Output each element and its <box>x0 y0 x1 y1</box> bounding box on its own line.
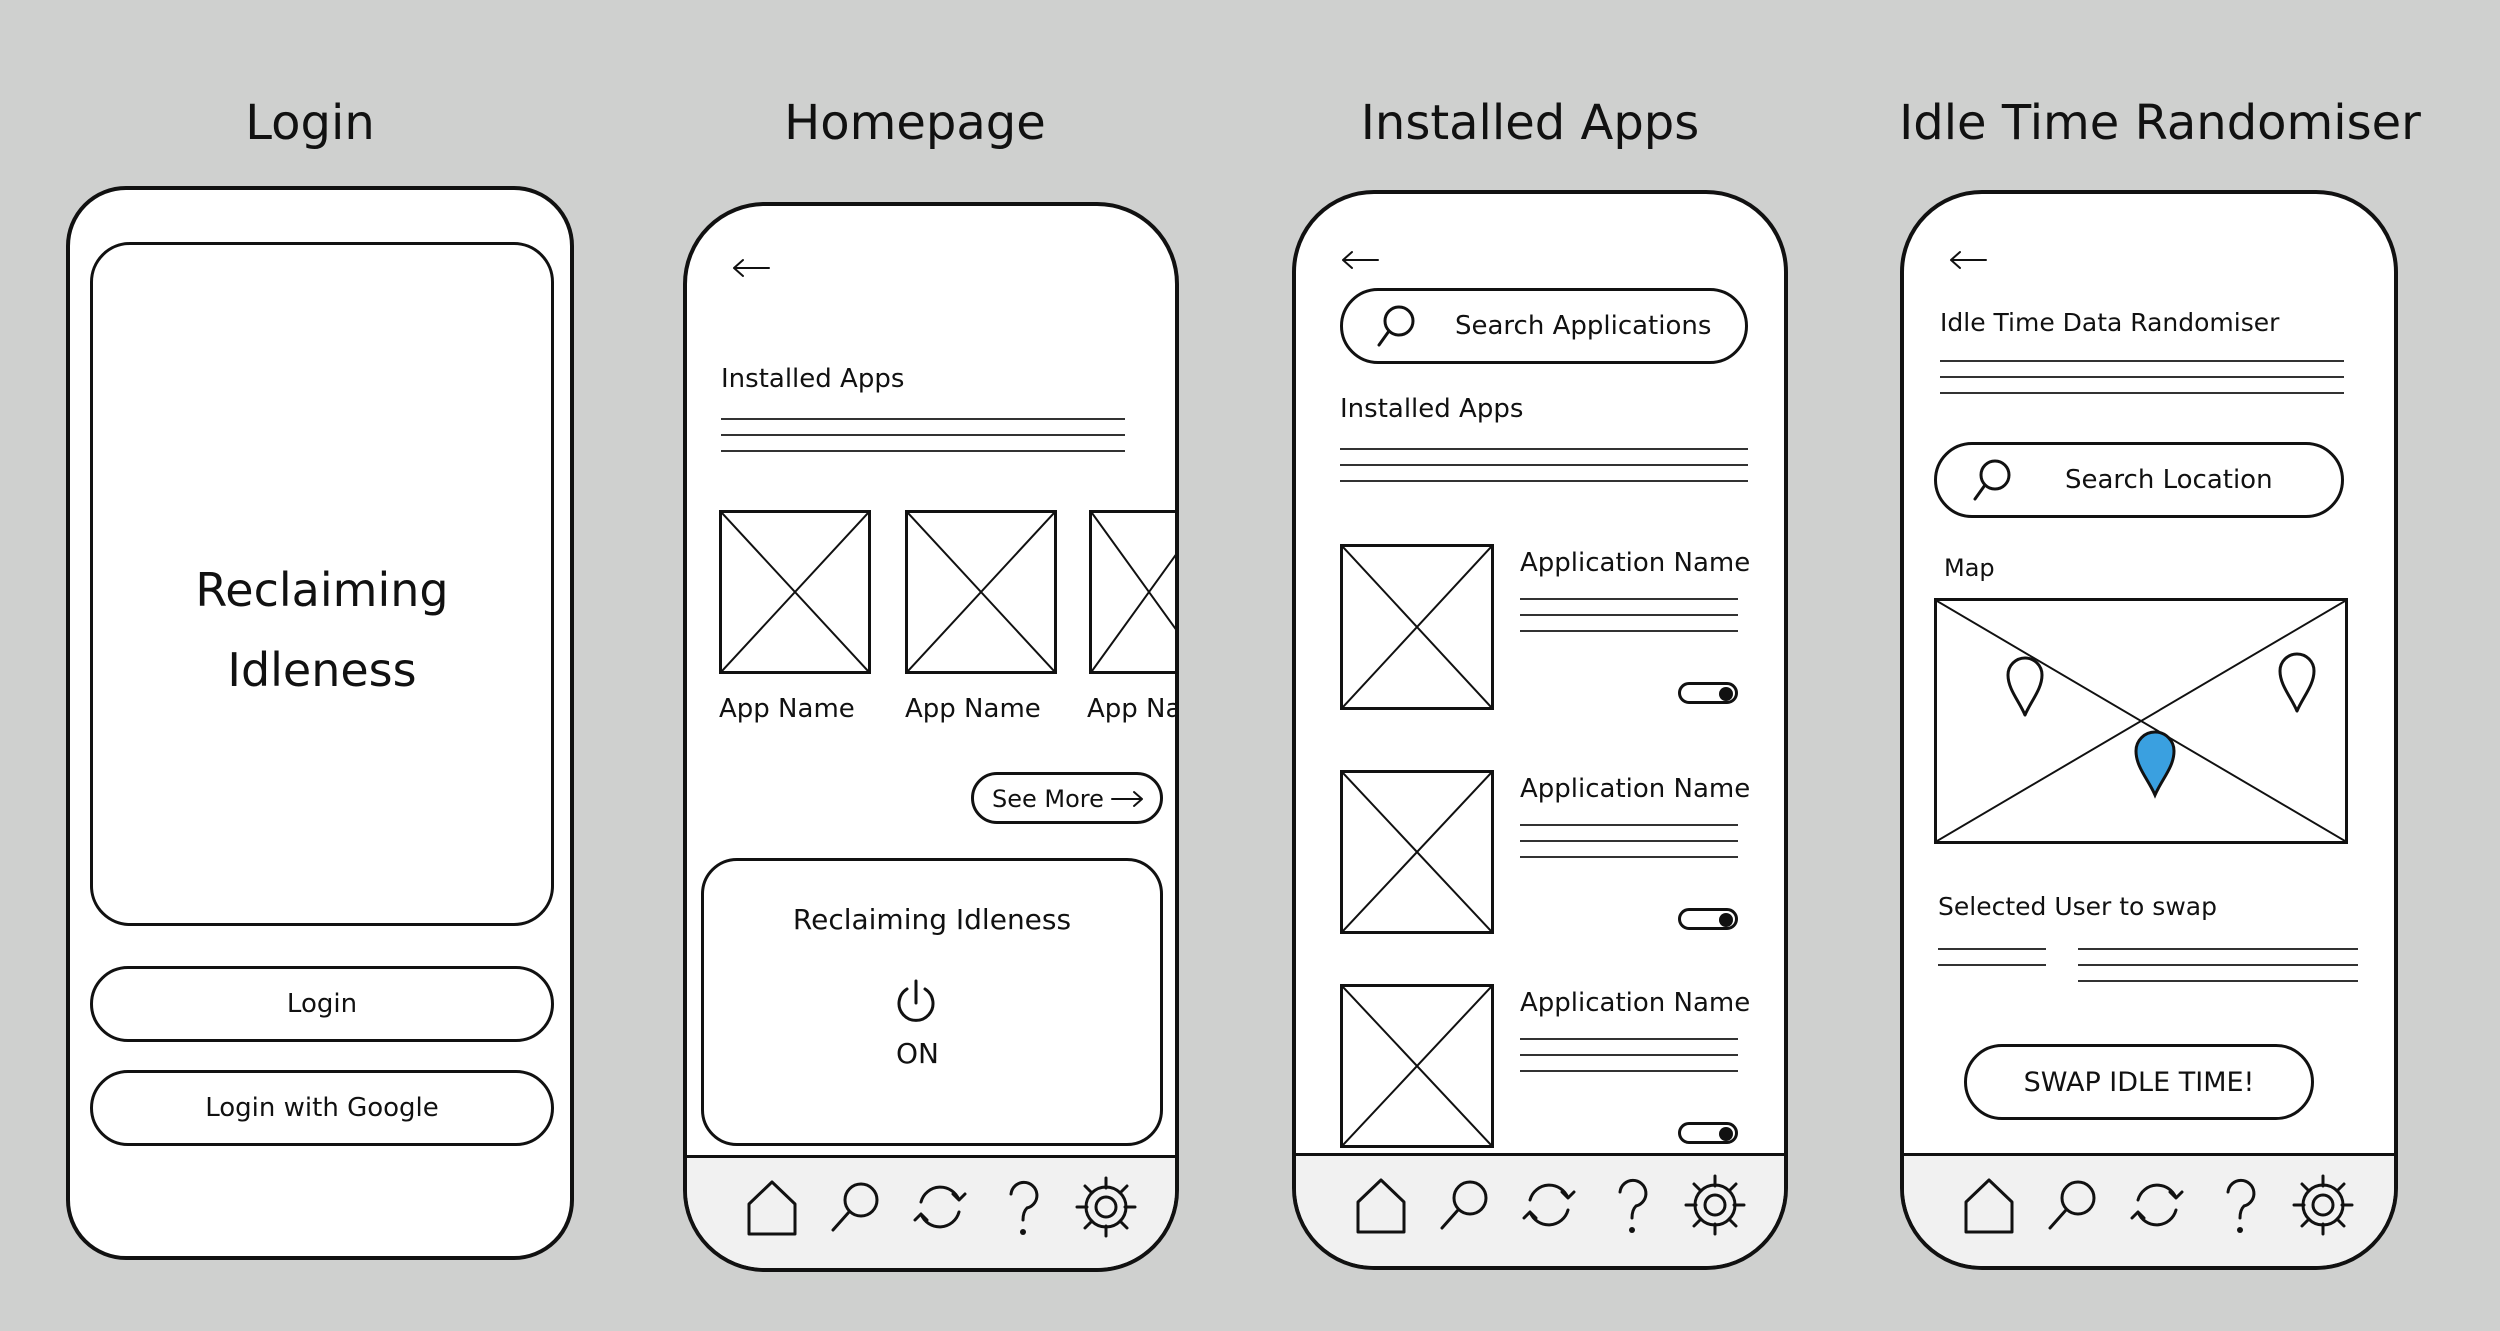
selected-user-label: Selected User to swap <box>1938 892 2217 921</box>
app-thumbnail <box>1340 984 1494 1148</box>
power-card-title: Reclaiming Idleness <box>792 903 1072 936</box>
app-title-line1: Reclaiming <box>195 563 449 617</box>
google-login-button[interactable]: Login with Google <box>90 1070 554 1146</box>
home-icon[interactable] <box>737 1172 807 1242</box>
home-icon[interactable] <box>1346 1170 1416 1240</box>
screen-title-randomiser: Idle Time Randomiser <box>1899 95 2421 151</box>
search-icon[interactable] <box>2038 1170 2108 1240</box>
app-toggle[interactable] <box>1678 682 1738 704</box>
description-lines <box>721 418 1125 466</box>
help-icon[interactable] <box>989 1172 1059 1242</box>
app-toggle[interactable] <box>1678 1122 1738 1144</box>
app-name: App Name <box>905 694 1041 724</box>
randomiser-title: Idle Time Data Randomiser <box>1940 308 2280 337</box>
app-thumbnail[interactable] <box>905 510 1057 674</box>
app-toggle[interactable] <box>1678 908 1738 930</box>
search-applications-input[interactable]: Search Applications <box>1340 288 1748 364</box>
app-description-lines <box>1520 1038 1738 1086</box>
randomiser-screen: Idle Time Data Randomiser Search Locatio… <box>1900 190 2398 1270</box>
login-screen: Reclaiming Idleness Login Login with Goo… <box>66 186 574 1260</box>
google-login-button-label: Login with Google <box>205 1093 439 1123</box>
swap-idle-time-button[interactable]: SWAP IDLE TIME! <box>1964 1044 2314 1120</box>
help-icon[interactable] <box>1598 1170 1668 1240</box>
map-label: Map <box>1944 554 1995 582</box>
search-icon[interactable] <box>821 1172 891 1242</box>
app-description-lines <box>1520 824 1738 872</box>
search-placeholder: Search Location <box>2065 465 2273 495</box>
search-icon[interactable] <box>1430 1170 1500 1240</box>
see-more-label: See More <box>992 785 1104 813</box>
map-pin-icon[interactable] <box>2277 651 2317 715</box>
section-title: Installed Apps <box>721 364 905 394</box>
back-arrow-icon[interactable] <box>1340 250 1380 270</box>
app-thumbnail[interactable] <box>1089 510 1175 674</box>
arrow-right-icon <box>1111 791 1143 807</box>
selected-user-lines-left <box>1938 948 2046 980</box>
gear-icon[interactable] <box>1071 1172 1141 1242</box>
power-icon[interactable] <box>894 979 938 1027</box>
app-name: App Nam <box>1087 694 1175 724</box>
login-button-label: Login <box>286 989 358 1019</box>
help-icon[interactable] <box>2206 1170 2276 1240</box>
selected-pin-fill <box>2134 730 2176 799</box>
home-icon[interactable] <box>1954 1170 2024 1240</box>
app-thumbnail[interactable] <box>719 510 871 674</box>
gear-icon[interactable] <box>1680 1170 1750 1240</box>
screen-title-login: Login <box>245 95 375 151</box>
power-card: Reclaiming Idleness ON <box>701 858 1163 1146</box>
app-name: App Name <box>719 694 855 724</box>
hero-panel: Reclaiming Idleness <box>90 242 554 926</box>
search-placeholder: Search Applications <box>1455 311 1712 341</box>
refresh-icon[interactable] <box>2122 1170 2192 1240</box>
app-name: Application Name <box>1520 548 1751 578</box>
refresh-icon[interactable] <box>1514 1170 1584 1240</box>
refresh-icon[interactable] <box>905 1172 975 1242</box>
homepage-screen: Installed Apps App Name App Name App Nam… <box>683 202 1179 1272</box>
screen-title-homepage: Homepage <box>784 95 1046 151</box>
section-title: Installed Apps <box>1340 394 1524 424</box>
swap-idle-time-label: SWAP IDLE TIME! <box>2023 1067 2255 1098</box>
bottom-nav <box>1296 1153 1784 1266</box>
app-description-lines <box>1520 598 1738 646</box>
search-location-input[interactable]: Search Location <box>1934 442 2344 518</box>
back-arrow-icon[interactable] <box>1948 250 1988 270</box>
description-lines <box>1940 360 2344 408</box>
app-name: Application Name <box>1520 774 1751 804</box>
app-title-line2: Idleness <box>227 643 417 697</box>
gear-icon[interactable] <box>2288 1170 2358 1240</box>
bottom-nav <box>687 1155 1175 1268</box>
installed-apps-screen: Search Applications Installed Apps Appli… <box>1292 190 1788 1270</box>
selected-user-lines-right <box>2078 948 2358 996</box>
search-icon <box>1377 305 1415 347</box>
app-thumbnail <box>1340 770 1494 934</box>
selected-map-pin-icon[interactable] <box>2133 729 2177 799</box>
screen-title-installed: Installed Apps <box>1360 95 1700 151</box>
description-lines <box>1340 448 1748 496</box>
app-name: Application Name <box>1520 988 1751 1018</box>
login-button[interactable]: Login <box>90 966 554 1042</box>
search-icon <box>1973 459 2011 501</box>
see-more-button[interactable]: See More <box>971 772 1163 824</box>
bottom-nav <box>1904 1153 2394 1266</box>
back-arrow-icon[interactable] <box>731 258 771 278</box>
power-state: ON <box>896 1037 939 1070</box>
app-thumbnail <box>1340 544 1494 710</box>
map-view[interactable] <box>1934 598 2348 844</box>
map-pin-icon[interactable] <box>2005 655 2045 719</box>
